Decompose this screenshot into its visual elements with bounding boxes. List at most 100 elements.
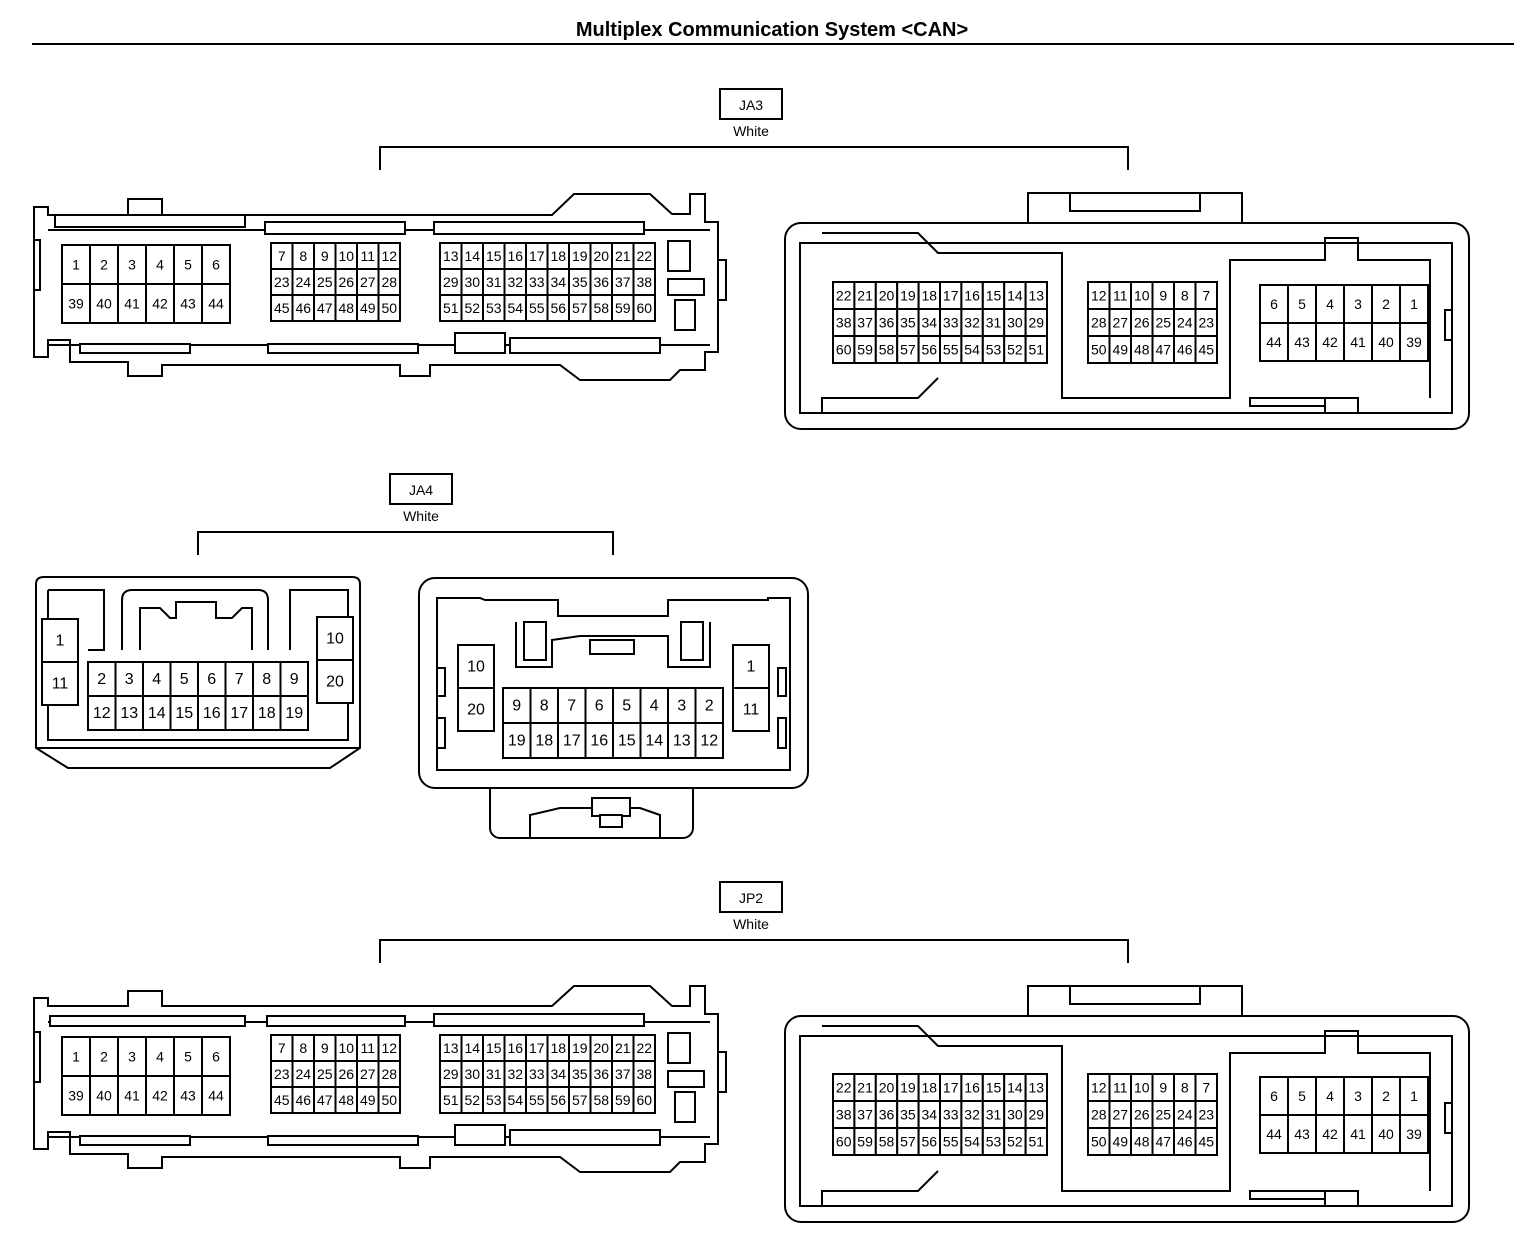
pin-number: 1 [1410, 1088, 1418, 1104]
pin-number: 49 [1112, 342, 1128, 358]
pin-number: 20 [879, 1080, 895, 1096]
pin-number: 19 [900, 288, 916, 304]
pin-number: 37 [857, 1107, 873, 1123]
pin-number: 28 [1091, 1107, 1107, 1123]
pin-cell [1399, 1076, 1429, 1116]
pin-number: 15 [986, 1080, 1002, 1096]
pin-number: 40 [1378, 334, 1394, 350]
pin-number: 29 [1029, 1107, 1045, 1123]
pin-number: 15 [486, 1040, 502, 1056]
connector-color: White [733, 123, 769, 139]
pin-number: 56 [922, 1134, 938, 1150]
pin-number: 27 [1112, 315, 1128, 331]
pin-number: 10 [326, 631, 344, 648]
pin-number: 10 [338, 248, 354, 264]
pin-number: 7 [1202, 1080, 1210, 1096]
pin-number: 1 [72, 257, 80, 273]
pin-number: 21 [615, 1040, 631, 1056]
pin-number: 13 [120, 705, 138, 722]
pin-number: 30 [1007, 315, 1023, 331]
pin-number: 46 [1177, 342, 1193, 358]
pin-number: 55 [943, 1134, 959, 1150]
connector-id: JA3 [739, 97, 763, 113]
pin-number: 26 [1134, 1107, 1150, 1123]
pin-number: 58 [879, 342, 895, 358]
pin-number: 14 [464, 248, 480, 264]
pin-number: 23 [274, 274, 290, 290]
pin-number: 21 [857, 288, 873, 304]
connector-color: White [733, 916, 769, 932]
pin-number: 22 [836, 288, 852, 304]
pin-number: 45 [274, 1092, 290, 1108]
pin-cell [89, 244, 119, 285]
pin-number: 5 [1298, 1088, 1306, 1104]
pin-number: 1 [1410, 296, 1418, 312]
pin-number: 46 [295, 300, 311, 316]
pin-number: 52 [464, 1092, 480, 1108]
pin-number: 2 [1382, 296, 1390, 312]
pin-cell [1194, 335, 1218, 364]
pin-number: 40 [96, 296, 112, 312]
pin-number: 10 [338, 1040, 354, 1056]
pin-number: 30 [464, 1066, 480, 1082]
pin-number: 13 [1029, 288, 1045, 304]
pin-number: 24 [1177, 315, 1193, 331]
connector-bracket [379, 146, 1129, 170]
pin-number: 40 [1378, 1126, 1394, 1142]
pin-cell [252, 695, 282, 731]
pin-number: 59 [857, 342, 873, 358]
pin-number: 32 [964, 315, 980, 331]
pin-number: 11 [52, 676, 69, 693]
pin-cell [457, 687, 495, 732]
pin-number: 14 [1007, 1080, 1023, 1096]
pin-number: 14 [148, 705, 166, 722]
pin-number: 36 [593, 274, 609, 290]
pin-number: 60 [636, 300, 652, 316]
pin-number: 30 [1007, 1107, 1023, 1123]
connector-left-view [35, 576, 361, 769]
pin-cell [61, 283, 91, 324]
pin-number: 22 [636, 248, 652, 264]
pin-number: 20 [879, 288, 895, 304]
pin-number: 4 [152, 671, 161, 688]
pin-number: 3 [1354, 1088, 1362, 1104]
pin-cell [557, 687, 587, 724]
pin-cell [1315, 322, 1345, 362]
pin-number: 3 [125, 671, 134, 688]
pin-cell [694, 722, 724, 759]
pin-number: 29 [443, 274, 459, 290]
pin-number: 26 [338, 1066, 354, 1082]
pin-number: 6 [1270, 1088, 1278, 1104]
pin-number: 60 [636, 1092, 652, 1108]
connector-left-view [33, 193, 727, 381]
pin-number: 40 [96, 1088, 112, 1104]
pin-number: 36 [593, 1066, 609, 1082]
pin-number: 20 [326, 674, 344, 691]
pin-number: 28 [1091, 315, 1107, 331]
pin-number: 43 [1294, 334, 1310, 350]
pin-cell [377, 294, 401, 322]
connector-left-view [33, 985, 727, 1173]
pin-number: 5 [180, 671, 189, 688]
pin-cell [1259, 1114, 1289, 1154]
pin-number: 39 [1406, 334, 1422, 350]
pin-number: 17 [563, 733, 581, 750]
pin-number: 16 [590, 733, 608, 750]
pin-number: 23 [1198, 1107, 1214, 1123]
pin-number: 12 [700, 733, 718, 750]
pin-cell [201, 283, 231, 324]
pin-cell [732, 644, 770, 689]
pin-number: 11 [360, 248, 375, 264]
pin-cell [61, 1036, 91, 1077]
pin-number: 50 [1091, 1134, 1107, 1150]
pin-number: 34 [922, 315, 938, 331]
pin-cell [279, 695, 309, 731]
pin-number: 2 [1382, 1088, 1390, 1104]
pin-number: 58 [879, 1134, 895, 1150]
pin-number: 44 [208, 1088, 224, 1104]
pin-number: 53 [486, 1092, 502, 1108]
pin-number: 18 [535, 733, 553, 750]
pin-number: 43 [180, 1088, 196, 1104]
